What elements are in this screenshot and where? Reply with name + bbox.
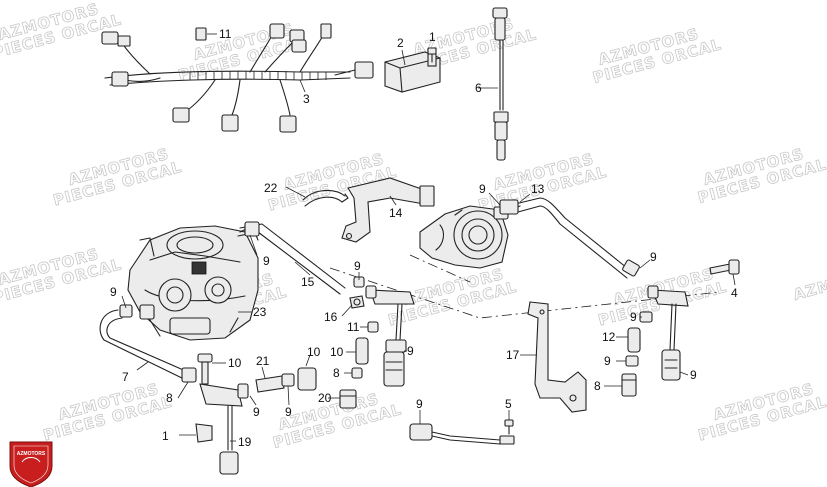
logo-text: AZMOTORS (17, 451, 46, 457)
callout-16: 16 (324, 310, 338, 324)
oxygen-sensor-part (492, 7, 509, 161)
assembly-centerline-2 (409, 254, 471, 283)
callout-9: 8 (166, 391, 173, 405)
shield-icon (9, 441, 53, 487)
callout-8: 8 (594, 379, 601, 393)
leader-lines (121, 33, 736, 442)
screw-part (427, 47, 437, 63)
bolt-part (197, 353, 213, 385)
callout-20: 7 (122, 370, 129, 384)
callout-9: 9 (630, 310, 637, 324)
sensor-connector-part (365, 285, 415, 387)
callout-9: 9 (479, 182, 486, 196)
engine-throttle-assembly-part (127, 225, 259, 341)
sensor-connector-part (195, 383, 249, 475)
right-fitting-stack (621, 311, 653, 397)
callout-19: 1 (162, 429, 169, 443)
callout-7: 9 (690, 368, 697, 382)
callout-8: 10 (307, 345, 321, 359)
hose-part (99, 304, 197, 383)
hose-part (499, 197, 640, 279)
callout-9: 8 (333, 366, 340, 380)
callout-12: 17 (506, 348, 520, 362)
throttle-body-part (419, 205, 521, 269)
callout-13: 13 (531, 182, 545, 196)
screw-part (504, 419, 514, 435)
hose-part (237, 221, 346, 295)
callout-10: 10 (330, 345, 344, 359)
sensor-connector-part (647, 285, 689, 381)
callout-17: 9 (407, 344, 414, 358)
callout-10: 12 (602, 330, 616, 344)
callout-8: 20 (318, 391, 332, 405)
callout-9: 9 (354, 259, 361, 273)
callout-4: 4 (731, 286, 738, 300)
callout-9: 9 (650, 250, 657, 264)
callout-21: 10 (228, 356, 242, 370)
callout-9: 9 (604, 354, 611, 368)
callout-14: 14 (389, 206, 403, 220)
callout-22: 22 (264, 181, 278, 195)
fitting-clamp-part (349, 276, 365, 309)
callout-1: 1 (429, 30, 436, 44)
clamp-part (302, 189, 349, 207)
callout-15: 15 (301, 275, 315, 289)
brand-logo: AZMOTORS (9, 441, 53, 487)
callout-2: 2 (397, 36, 404, 50)
callout-labels: 11 2 1 6 3 22 14 9 13 9 15 9 9 4 9 23 16… (110, 27, 738, 449)
watermark-line1: AZMOTORS (791, 260, 827, 304)
callout-9: 9 (253, 405, 260, 419)
callout-5: 9 (416, 397, 423, 411)
wiring-harness-part (101, 23, 374, 133)
callout-11: 11 (219, 27, 232, 41)
center-fitting-stack (339, 321, 379, 409)
callout-10: 21 (256, 354, 270, 368)
callout-6: 6 (475, 81, 482, 95)
callout-9: 11 (347, 320, 360, 334)
bottom-fitting-stack (255, 367, 317, 393)
callout-9: 9 (263, 254, 270, 268)
callout-9: 9 (110, 285, 117, 299)
callout-9: 9 (285, 405, 292, 419)
temperature-sensor-part (409, 423, 515, 445)
bolt-part (709, 259, 740, 275)
bracket-part (341, 177, 435, 243)
callout-3: 3 (303, 92, 310, 106)
callout-23: 23 (253, 305, 267, 319)
callout-1: 5 (505, 397, 512, 411)
bracket-tall-part (527, 301, 587, 413)
callout-18: 19 (238, 435, 252, 449)
